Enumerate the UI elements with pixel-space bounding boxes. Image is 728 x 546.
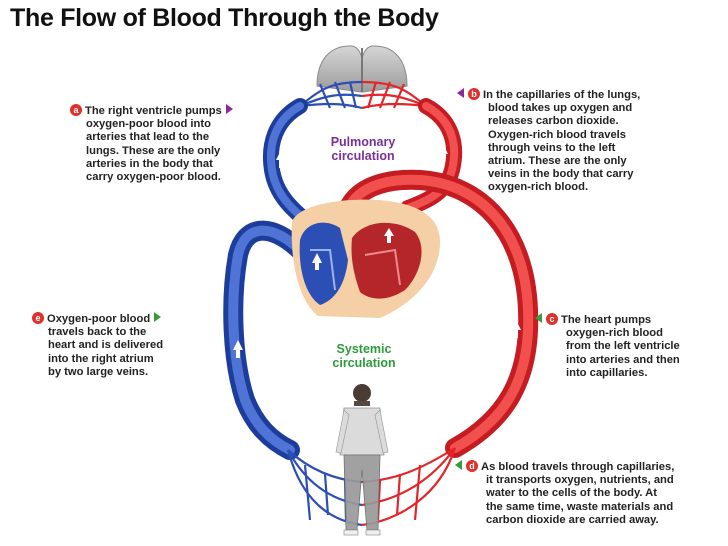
note-e-line: travels back to the: [48, 326, 147, 339]
note-b-line: through veins to the left: [488, 141, 616, 154]
pointer-arrow-icon: [154, 312, 162, 322]
note-b-line: oxygen-rich blood.: [488, 181, 589, 194]
pointer-arrow-icon: [455, 460, 462, 470]
note-c-line: into arteries and then: [566, 353, 680, 366]
note-c-line: into capillaries.: [566, 366, 648, 379]
note-c-badge: c: [546, 313, 558, 325]
note-e-line: heart and is delivered: [48, 339, 164, 352]
note-e-line: into the right atrium: [48, 352, 154, 365]
note-d-line: water to the cells of the body. At: [486, 487, 657, 500]
note-b-line: Oxygen-rich blood travels: [488, 128, 627, 141]
pulmonary-label-line2: circulation: [331, 149, 395, 163]
pulmonary-label-line1: Pulmonary: [330, 135, 396, 149]
note-a-line: The right ventricle pumps: [85, 105, 222, 117]
note-d-line: As blood travels through capillaries,: [481, 461, 675, 473]
note-a-line: lungs. These are the only: [86, 144, 221, 157]
note-c-line: The heart pumps: [561, 314, 652, 326]
pointer-arrow-icon: [457, 88, 464, 98]
note-b-line: veins in the body that carry: [488, 168, 634, 181]
note-b-badge: b: [468, 88, 480, 100]
pulmonary-artery-vessel: [263, 98, 323, 236]
pointer-arrow-icon: [225, 104, 233, 114]
note-a-line: oxygen-poor blood into: [86, 118, 211, 131]
note-d-line: carbon dioxide are carried away.: [486, 513, 659, 526]
systemic-label-line1: Systemic: [336, 342, 392, 356]
note-a-line: carry oxygen-poor blood.: [86, 171, 221, 184]
pulmonary-circulation-label: Pulmonary circulation: [318, 135, 408, 163]
note-b-line: blood takes up oxygen and: [488, 102, 633, 115]
note-a-line: arteries in the body that: [86, 157, 213, 170]
note-e-line: Oxygen-poor blood: [47, 313, 151, 325]
systemic-vein-vessel: [223, 220, 310, 460]
note-a-badge: a: [70, 104, 82, 116]
systemic-artery-vessel: [335, 169, 539, 458]
systemic-label-line2: circulation: [332, 356, 396, 370]
pulmonary-vein-vessel: [400, 98, 463, 216]
note-d-badge: d: [466, 460, 478, 472]
note-b-line: releases carbon dioxide.: [488, 115, 619, 128]
note-e-badge: e: [32, 312, 44, 324]
pointer-arrow-icon: [535, 313, 542, 323]
page-title: The Flow of Blood Through the Body: [10, 4, 439, 32]
note-d-line: the same time, waste materials and: [486, 500, 674, 513]
note-c-line: oxygen-rich blood: [566, 327, 663, 340]
note-d-line: it transports oxygen, nutrients, and: [486, 474, 674, 487]
note-e-line: by two large veins.: [48, 365, 149, 378]
lungs-icon: [316, 45, 408, 93]
note-c-line: from the left ventricle: [566, 340, 680, 353]
human-figure-icon: [335, 384, 389, 536]
note-b-line: In the capillaries of the lungs,: [483, 89, 641, 101]
heart-icon: [291, 199, 441, 318]
note-b-line: atrium. These are the only: [488, 155, 627, 168]
flow-arrow-icon: [233, 144, 521, 358]
systemic-circulation-label: Systemic circulation: [322, 342, 406, 370]
note-a-line: arteries that lead to the: [86, 131, 210, 144]
